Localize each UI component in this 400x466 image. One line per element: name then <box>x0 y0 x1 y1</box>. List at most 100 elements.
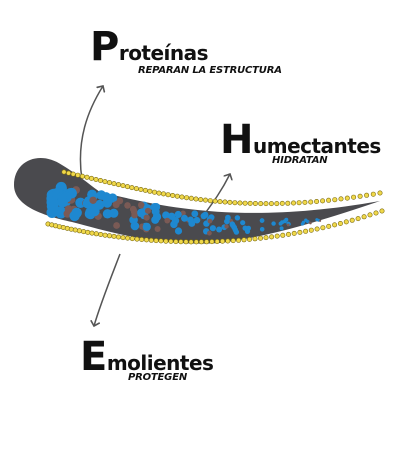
humectant-particle <box>308 221 311 224</box>
emollient-particle <box>361 214 367 220</box>
emollient-particle <box>193 196 199 202</box>
emollient-particle <box>148 237 154 243</box>
protein-particle <box>259 218 265 223</box>
emollient-particle <box>320 225 326 231</box>
protein-particle <box>71 207 82 218</box>
emollient-particle <box>252 236 258 242</box>
protein-particle <box>130 221 140 231</box>
protein-particle <box>279 226 284 231</box>
emollient-particle <box>111 181 117 187</box>
humectant-particle <box>143 214 150 221</box>
humectant-particle <box>138 201 145 209</box>
emollient-particle <box>193 239 199 245</box>
emollient-particle <box>296 200 302 206</box>
emollient-particle <box>214 239 220 245</box>
emollient-particle <box>230 238 236 244</box>
emollient-particle <box>302 199 308 205</box>
emollient-particle <box>139 237 145 243</box>
emollient-particle <box>258 201 264 207</box>
emollient-particle <box>153 238 159 244</box>
protein-particle <box>271 221 276 226</box>
protein-particle <box>181 214 188 222</box>
humectant-particle <box>113 222 120 229</box>
label-proteinas-initial: P <box>90 24 119 70</box>
emollient-particle <box>308 227 314 233</box>
emollient-particle <box>188 239 194 245</box>
protein-particle <box>142 222 151 231</box>
emollient-particle <box>355 216 361 222</box>
label-humectantes-initial: H <box>220 117 253 163</box>
emollient-particle <box>60 225 66 231</box>
protein-particle <box>209 225 216 232</box>
label-emolientes-rest: molientes <box>106 351 214 375</box>
emollient-particle <box>138 187 144 193</box>
emollient-particle <box>76 228 82 234</box>
protein-particle <box>284 217 289 222</box>
emollient-particle <box>183 239 189 245</box>
emollient-particle <box>93 177 99 183</box>
protein-particle <box>57 196 68 208</box>
emollient-particle <box>225 238 231 244</box>
protein-particle <box>96 190 107 200</box>
humectant-particle <box>207 218 213 224</box>
emollient-particle <box>242 200 248 206</box>
label-emolientes: Emolientes <box>80 337 214 377</box>
humectant-particle <box>124 202 131 209</box>
emollient-particle <box>102 179 108 185</box>
emollient-particle <box>173 239 179 245</box>
emollient-particle <box>217 199 223 205</box>
protein-particle <box>153 213 162 222</box>
protein-particle <box>200 212 207 220</box>
emollient-particle <box>184 195 190 201</box>
emollient-particle <box>247 200 253 206</box>
emollient-particle <box>116 182 122 188</box>
humectant-particle <box>154 226 161 232</box>
protein-particle <box>193 216 201 224</box>
emollient-particle <box>84 174 90 180</box>
protein-particle <box>233 229 240 235</box>
emollient-particle <box>303 228 309 234</box>
emollient-particle <box>144 237 150 243</box>
emollient-particle <box>241 237 247 243</box>
emollient-particle <box>274 233 280 239</box>
label-proteinas-rest: roteínas <box>118 41 209 65</box>
emollient-particle <box>198 239 204 245</box>
emollient-particle <box>252 201 258 207</box>
emollient-particle <box>75 172 81 178</box>
arrow-to-emolientes <box>94 253 121 326</box>
emollient-particle <box>98 232 104 238</box>
emollient-particle <box>379 208 385 214</box>
subtitle-humectantes: HIDRATAN <box>272 155 328 166</box>
protein-particle <box>167 212 176 220</box>
emollient-particle <box>204 239 210 245</box>
emollient-particle <box>349 217 355 223</box>
emollient-particle <box>268 201 274 207</box>
emollient-particle <box>332 222 338 228</box>
subtitle-emolientes: PROTEGEN <box>128 372 187 383</box>
protein-particle <box>55 207 67 219</box>
humectant-particle <box>112 201 120 209</box>
humectant-particle <box>64 205 73 214</box>
emollient-particle <box>320 198 326 204</box>
emollient-particle <box>285 200 291 206</box>
emollient-particle <box>152 189 158 195</box>
emollient-particle <box>227 199 233 205</box>
emollient-particle <box>188 195 194 201</box>
protein-particle <box>216 226 223 233</box>
emollient-particle <box>279 200 285 206</box>
emollient-particle <box>89 175 95 181</box>
emollient-particle <box>158 238 164 244</box>
emollient-particle <box>102 232 108 238</box>
emollient-particle <box>269 234 275 240</box>
emollient-particle <box>220 238 226 244</box>
emollient-particle <box>179 194 185 200</box>
emollient-particle <box>174 193 180 199</box>
emollient-particle <box>212 198 218 204</box>
protein-particle <box>259 227 265 232</box>
protein-particle <box>162 211 170 219</box>
emollient-particle <box>377 190 383 196</box>
emollient-particle <box>314 226 320 232</box>
emollient-particle <box>72 227 78 233</box>
emollient-particle <box>297 229 303 235</box>
emollient-particle <box>308 199 314 205</box>
